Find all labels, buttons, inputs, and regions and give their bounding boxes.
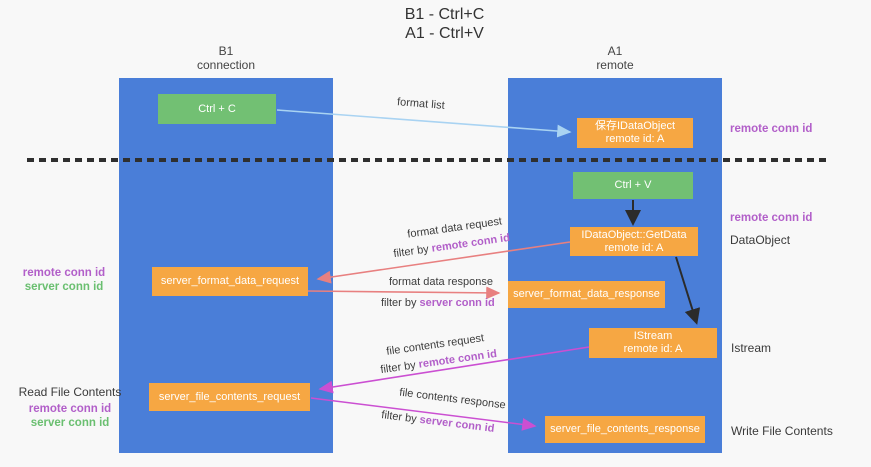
save-idataobject-title: 保存IDataObject (594, 120, 676, 132)
save-idataobject-remote-id: remote id: A (605, 133, 665, 145)
diagram-title: B1 - Ctrl+C A1 - Ctrl+V (18, 5, 871, 43)
istream-box: IStream remote id: A (589, 328, 717, 358)
save-idataobject-box: 保存IDataObject remote id: A (577, 118, 693, 148)
dataobject-annotation: DataObject (730, 233, 791, 247)
read-file-contents-label: Read File Contents (18, 385, 122, 399)
server-file-contents-response-box: server_file_contents_response (545, 416, 705, 443)
server-format-data-response-box: server_format_data_response (508, 281, 665, 308)
idataobject-getdata-remote-id: remote id: A (604, 241, 664, 254)
format-data-response-label: format data response (389, 276, 493, 288)
idataobject-getdata-box: IDataObject::GetData remote id: A (570, 227, 698, 256)
filter-by-text: filter by (381, 297, 417, 309)
remote-conn-id-annotation: remote conn id (28, 403, 112, 415)
server-file-contents-request-label: server_file_contents_request (158, 390, 301, 403)
server-conn-id-text: server conn id (418, 413, 496, 435)
server-format-data-request-label: server_format_data_request (160, 275, 300, 287)
lifeline-left-id: B1 (218, 44, 234, 58)
ctrl-v-label: Ctrl + V (614, 179, 652, 191)
ctrl-c-box: Ctrl + C (158, 94, 276, 124)
idataobject-getdata-title: IDataObject::GetData (581, 228, 687, 241)
left-conn-id-annotation-1: remote conn id server conn id (10, 266, 118, 294)
remote-conn-id-annotation: remote conn id (22, 267, 106, 279)
server-conn-id-annotation: server conn id (24, 281, 104, 293)
format-list-label: format list (396, 96, 446, 112)
lifeline-left-role: connection (196, 58, 256, 72)
filter-by-server-conn-id-label-1: filter by server conn id (381, 297, 495, 309)
filter-by-text: filter by (379, 359, 417, 377)
server-conn-id-text: server conn id (419, 297, 495, 309)
left-read-file-annotation: Read File Contents remote conn id server… (15, 385, 125, 430)
clipboard-boundary-dashed-line (27, 158, 830, 162)
server-format-data-response-label: server_format_data_response (513, 288, 660, 300)
ctrl-c-label: Ctrl + C (198, 102, 236, 115)
lifeline-right-id: A1 (607, 44, 623, 58)
lifeline-right-header: A1 remote (508, 44, 722, 72)
istream-title: IStream (633, 330, 673, 342)
title-line-2: A1 - Ctrl+V (405, 25, 484, 42)
title-line-1: B1 - Ctrl+C (404, 6, 485, 23)
server-conn-id-annotation: server conn id (30, 417, 110, 429)
server-file-contents-response-label: server_file_contents_response (550, 423, 700, 435)
istream-remote-id: remote id: A (623, 343, 683, 355)
ctrl-v-box: Ctrl + V (573, 172, 693, 199)
filter-by-text: filter by (392, 243, 430, 261)
server-format-data-request-box: server_format_data_request (152, 267, 308, 296)
filter-by-text: filter by (380, 409, 418, 426)
file-contents-response-label: file contents response (398, 386, 507, 412)
remote-conn-id-annotation-top-right: remote conn id (730, 123, 813, 135)
lifeline-left-header: B1 connection (119, 44, 333, 72)
server-file-contents-request-box: server_file_contents_request (149, 383, 310, 411)
istream-annotation: Istream (731, 341, 772, 355)
lifeline-right-role: remote (596, 58, 634, 72)
remote-conn-id-annotation-mid-right: remote conn id (730, 212, 813, 224)
filter-by-server-conn-id-label-2: filter by server conn id (381, 409, 495, 435)
format-data-response-arrow (307, 286, 501, 300)
write-file-contents-label: Write File Contents (731, 424, 833, 438)
